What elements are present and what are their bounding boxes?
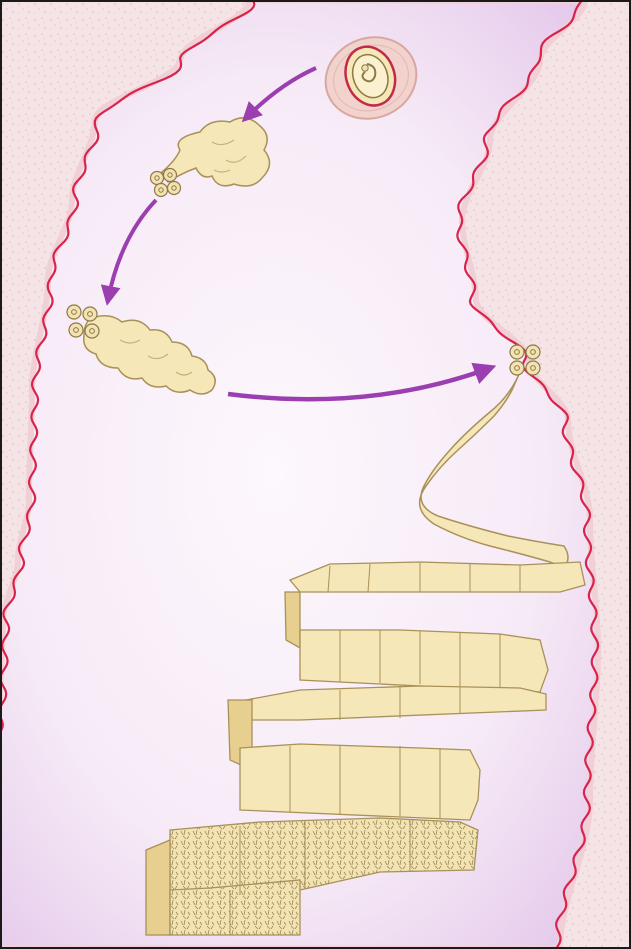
tapeworm-development-figure [0, 0, 631, 949]
intestine-diagram [0, 0, 631, 949]
